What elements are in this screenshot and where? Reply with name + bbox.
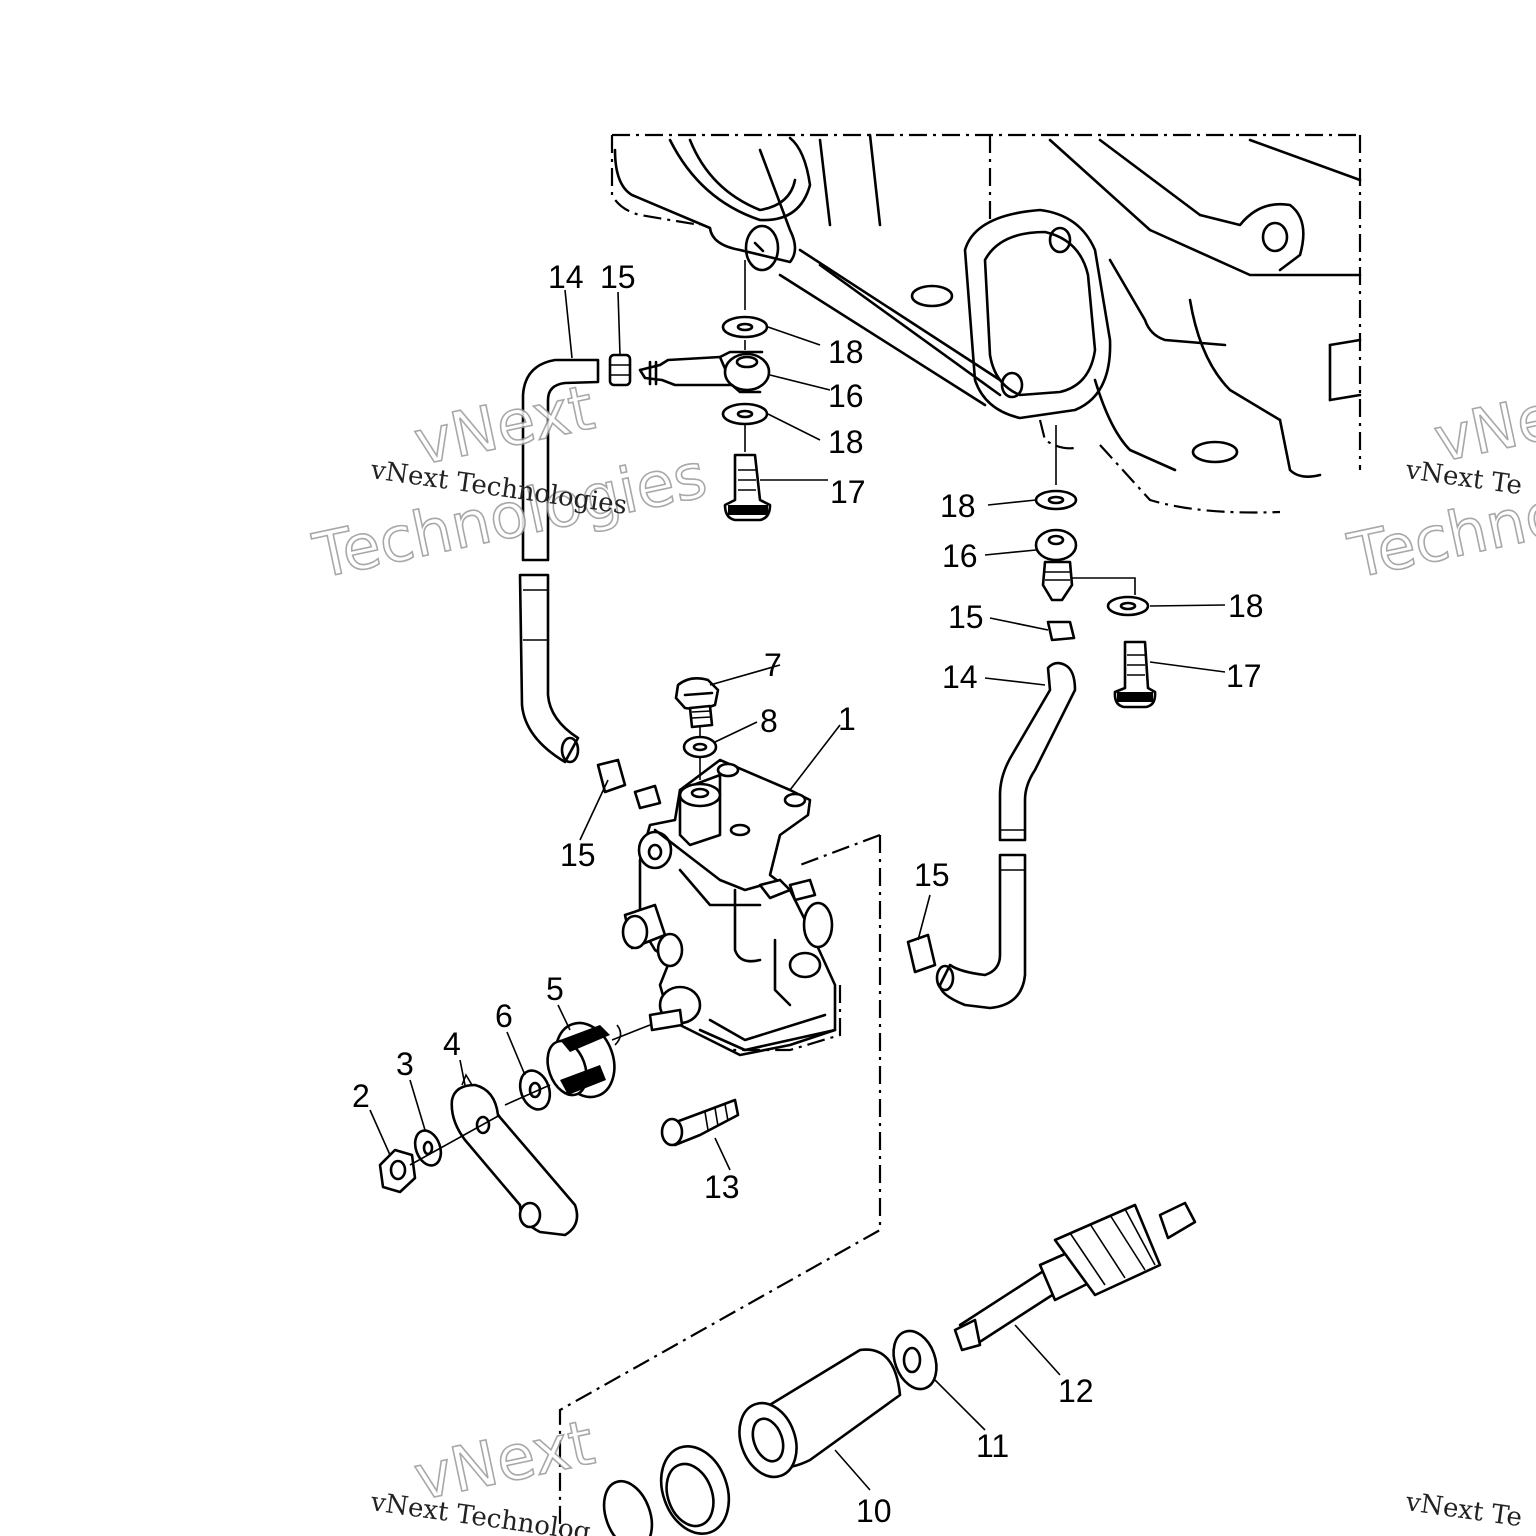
washer-right-a	[1034, 489, 1078, 511]
sleeve-10	[738, 1348, 902, 1479]
watermark-big-right-line1: vNe	[1428, 380, 1536, 477]
callout-15-right-top: 15	[948, 599, 984, 635]
bolt-top	[674, 677, 720, 729]
watermark-bottom-right-small: vNext Te	[1403, 1487, 1524, 1533]
nut-2	[378, 1148, 417, 1194]
callout-12: 12	[1058, 1373, 1094, 1409]
callout-13: 13	[704, 1169, 740, 1205]
banjo-bolt-upper	[723, 453, 772, 522]
watermark-big-right-line2: Techno	[1342, 476, 1536, 593]
callout-8: 8	[760, 703, 778, 739]
hose-clamp-right-upper	[1046, 620, 1076, 642]
washer-3	[413, 1129, 443, 1167]
callout-15-left-top: 15	[600, 259, 636, 295]
washer-right-b	[1106, 595, 1150, 617]
banjo-fitting-right	[1034, 528, 1136, 602]
hose-clamp-right-lower	[906, 933, 937, 974]
callout-4: 4	[443, 1026, 461, 1062]
washer-upper-a	[721, 315, 769, 339]
arm-4	[450, 1073, 579, 1237]
callout-labels: 14 15 18 16 18 17 7 8 1 15 15 18 16 18 1…	[352, 259, 1264, 1529]
callout-15-right-bottom: 15	[914, 857, 950, 893]
callout-5: 5	[546, 971, 564, 1007]
callout-11: 11	[976, 1428, 1009, 1464]
callout-18-a: 18	[828, 334, 864, 370]
watermark-big-line2: Technologies	[307, 438, 713, 592]
callout-18-d: 18	[1228, 588, 1264, 624]
hose-clamp-upper-left	[608, 353, 632, 387]
seal-9	[602, 1445, 731, 1536]
washer-11	[892, 1329, 938, 1391]
callout-15-left-bottom: 15	[560, 837, 596, 873]
shaft-12	[953, 1201, 1197, 1352]
callout-14-left: 14	[548, 259, 584, 295]
callout-18-c: 18	[940, 488, 976, 524]
callout-7: 7	[764, 647, 782, 683]
callout-3: 3	[396, 1046, 414, 1082]
callout-16-right: 16	[942, 538, 978, 574]
leader-lines	[369, 289, 1226, 1491]
callout-18-b: 18	[828, 424, 864, 460]
bolt-13	[660, 1098, 740, 1147]
callout-14-right: 14	[942, 659, 978, 695]
callout-17-right: 17	[1226, 658, 1262, 694]
callout-6: 6	[495, 998, 513, 1034]
washer-upper-b	[721, 402, 769, 426]
callout-1: 1	[838, 701, 856, 737]
oil-pump-body	[621, 758, 837, 1057]
washer-top	[682, 735, 718, 759]
callout-10: 10	[856, 1493, 892, 1529]
banjo-bolt-right	[1113, 640, 1157, 709]
hose-right	[935, 661, 1077, 1010]
hose-clamp-left-lower	[596, 758, 627, 794]
callout-2: 2	[352, 1078, 370, 1114]
gear-5	[546, 1021, 616, 1099]
engine-housing	[610, 133, 1362, 514]
hose-joint-upper-left	[638, 350, 771, 394]
callout-17-left: 17	[830, 474, 866, 510]
hose-left-upper	[518, 358, 600, 764]
callout-16-left: 16	[828, 378, 864, 414]
